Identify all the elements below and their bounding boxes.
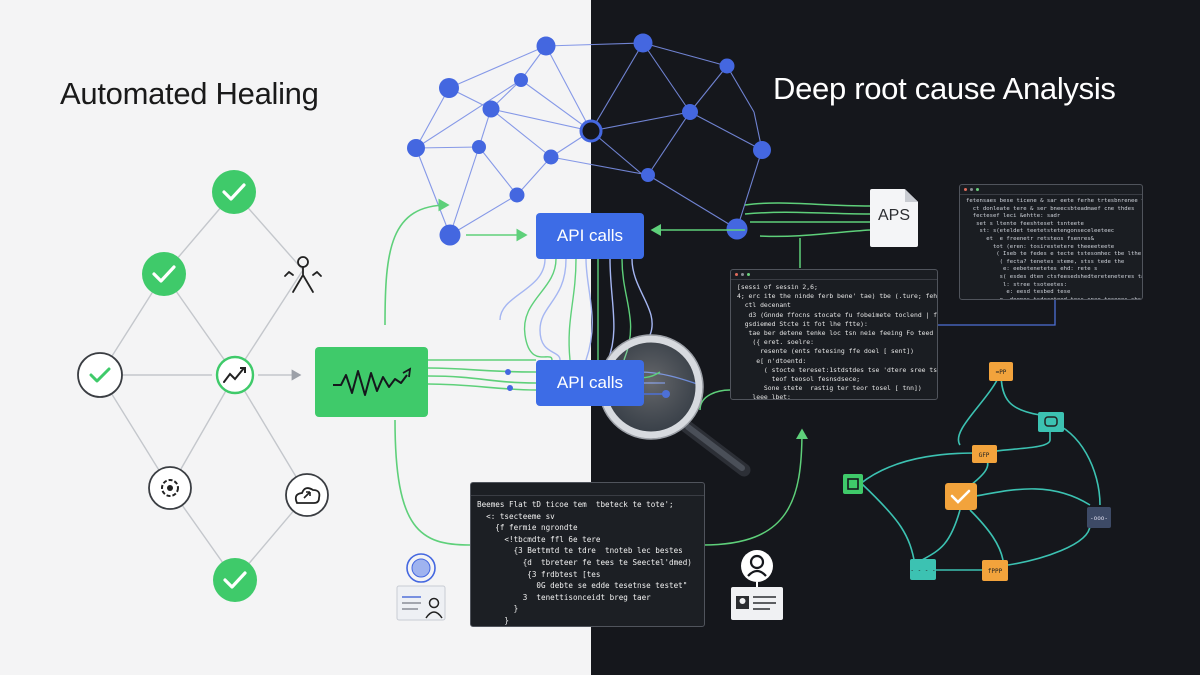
connector-dots <box>505 369 513 391</box>
service-node-dark: -ooo- <box>1087 507 1111 528</box>
trend-up-icon <box>223 367 245 383</box>
aps-label: APS <box>877 207 910 224</box>
code-line: {d tbreteer fe tees te Seectel'dmed) <box>477 557 692 567</box>
code-line: ( stocte tereset:1stdstdes tse 'dtere sr… <box>763 365 937 374</box>
service-node-entry <box>843 474 863 494</box>
code-line: fetensaes bese ticene & sar eete ferhe t… <box>966 198 1142 204</box>
code-line: st: s(eteldet teetetstetengonseceleeteec <box>966 228 1115 235</box>
document-fold <box>905 189 918 202</box>
code-line: leee lbet: <box>737 393 791 400</box>
gear-icon <box>161 479 179 497</box>
svg-text:=PP: =PP <box>996 369 1007 376</box>
code-lines: Beemes Flat tD ticoe tem tbeteck te tote… <box>471 496 704 626</box>
code-line: ( Iseb te fedes e tecte tstesomhec tbe l… <box>966 251 1142 258</box>
service-node-teal-dots: - - - - <box>910 559 936 580</box>
check-outline-node <box>77 352 123 398</box>
api-calls-box-middle: API calls <box>536 360 644 406</box>
code-line: <!tbcmdte ffl 6e tere <box>477 534 601 544</box>
identity-card-icon <box>396 553 446 621</box>
flow-lines-left <box>384 198 537 546</box>
service-node-check <box>945 483 977 510</box>
svg-text:GFP: GFP <box>979 452 990 459</box>
code-line: s( esdes dten ctsfeesedshedtereteneteres… <box>966 273 1142 280</box>
health-signal-box <box>315 347 428 417</box>
cloud-node <box>285 473 329 517</box>
code-line: ct donleate tere & ser bneecsbteadmaef c… <box>966 205 1135 212</box>
flow-lines-right <box>650 202 871 546</box>
code-line: resente (ents fetesing ffe doel [ sent]) <box>737 347 914 356</box>
code-line: ( fecta? tenetes steme, stss tede the <box>966 258 1125 265</box>
code-line: {3 Bettmtd te tdre tnoteb lec bestes <box>477 546 683 556</box>
network-nodes <box>407 33 771 246</box>
code-line: et e freenetr retsteos fsenres& <box>966 235 1094 242</box>
fork-arrows-node <box>284 256 322 293</box>
profile-badge-icon <box>731 550 783 620</box>
code-line: 3 tenettisonceidt breg taer <box>477 592 651 602</box>
svg-text:- - - -: - - - - <box>910 567 935 574</box>
window-titlebar <box>731 270 937 280</box>
window-titlebar <box>960 185 1142 195</box>
service-node-orange-small: GFP <box>972 445 997 463</box>
trend-node <box>215 355 255 395</box>
code-header-line: Beemes Flat tD ticoe tem tbeteck te tote… <box>477 500 674 509</box>
svg-text:fPPP: fPPP <box>988 568 1003 575</box>
service-node-api: =PP <box>989 362 1013 381</box>
code-line: e: eesd tesbed tese <box>966 289 1071 296</box>
network-edges <box>415 42 763 236</box>
code-lines: fetensaes bese ticene & sar eete ferhe t… <box>960 195 1142 300</box>
code-line: ({ eret. soelre: <box>737 338 814 347</box>
service-node-cloud <box>1038 412 1064 432</box>
code-line: } <box>477 603 704 615</box>
code-line: teof teosol fesnsdsece; <box>737 375 861 384</box>
service-graph-edges <box>859 371 1101 571</box>
aps-document-icon: APS <box>870 189 918 247</box>
check-icon <box>89 367 111 383</box>
code-line: } <box>477 615 704 626</box>
code-window-top: fetensaes bese ticene & sar eete ferhe t… <box>959 184 1143 300</box>
code-line: e[ n'dtoentd: <box>737 356 807 365</box>
code-line: <: tsecteeme sv <box>477 511 555 521</box>
check-icon <box>152 265 176 283</box>
code-line: ctl decenant <box>737 301 791 310</box>
check-node-top <box>212 170 256 214</box>
code-lines: [sessi of sessin 2,6;4; erc ite the nind… <box>731 280 937 400</box>
code-line: d3 (Gnnde ffocns stocate fu fobeimete to… <box>737 310 937 319</box>
code-window-bottom: Beemes Flat tD ticoe tem tbeteck te tote… <box>470 482 705 627</box>
api-calls-box-top: API calls <box>536 213 644 259</box>
code-line: {3 frdbtest [tes <box>477 569 601 579</box>
code-line: e deenes tsdeceteed tess snae teceees sb… <box>966 296 1142 300</box>
code-line: 0G debte se edde tesetnse testet" <box>477 581 688 591</box>
code-line: set s ltente feeshteset tsnteete <box>966 220 1084 227</box>
code-line: {f fermie ngrondte <box>477 523 578 533</box>
service-node-pipe: fPPP <box>982 560 1008 581</box>
window-titlebar <box>471 483 704 496</box>
code-line: 4; erc ite the ninde ferb bene' tae) tbe… <box>737 292 937 301</box>
check-node-bottom <box>213 558 257 602</box>
flow-bundle <box>499 258 653 361</box>
code-line: fectesef leci &ehtte: sadr <box>966 213 1061 220</box>
check-icon <box>222 183 246 201</box>
code-line: tot (eren: tosirestetere theeeeteete <box>966 243 1115 250</box>
code-line: [sessi of sessin 2,6; <box>737 283 818 291</box>
healing-graph-edges <box>99 191 308 581</box>
code-window-middle: [sessi of sessin 2,6;4; erc ite the nind… <box>730 269 938 400</box>
check-icon <box>223 571 247 589</box>
svg-text:-ooo-: -ooo- <box>1090 515 1108 522</box>
check-icon <box>950 489 971 504</box>
cloud-icon <box>294 487 321 504</box>
check-node-upper-left <box>142 252 186 296</box>
code-line: Sone stete rastig ter teor tosel [ tnn]) <box>737 384 922 393</box>
code-line: gsdiemed Stcte it fot lhe ftte): <box>737 319 868 328</box>
waveform-icon <box>333 367 412 396</box>
root-cause-analysis-title: Deep root cause Analysis <box>773 71 1116 106</box>
window-icon <box>1044 416 1058 427</box>
code-line: e: eebetenetetes ehd: rete s <box>966 266 1098 273</box>
code-line: tae ber detene tenke loc tsn neie feeing… <box>748 329 934 338</box>
code-line: l: stree tsoteetes: <box>966 281 1068 288</box>
gear-node <box>148 466 192 510</box>
automated-healing-title: Automated Healing <box>60 76 319 111</box>
